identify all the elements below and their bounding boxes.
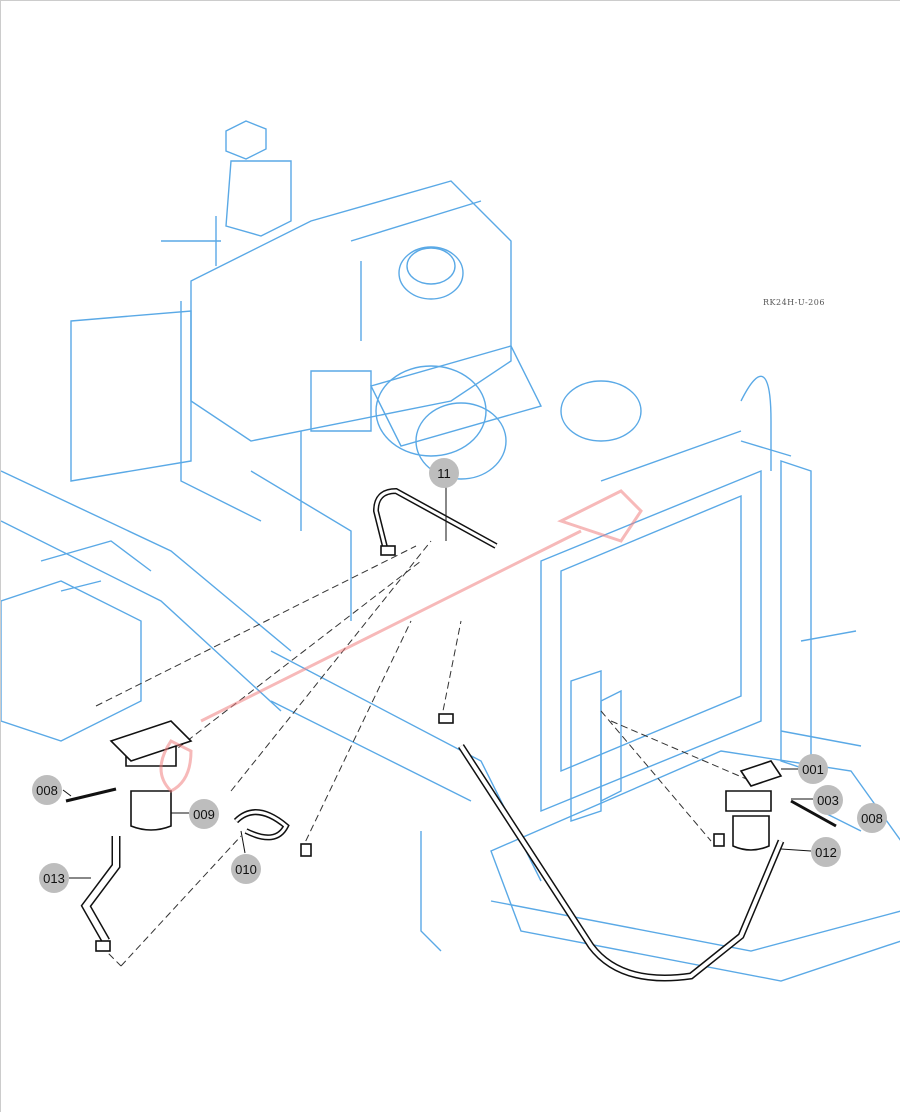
bolt-008-left <box>65 787 117 803</box>
callout-009: 009 <box>189 799 219 829</box>
fuel-hose-11 <box>372 487 498 552</box>
callout-leaders <box>62 486 813 879</box>
bolt-008-right <box>790 799 837 828</box>
callout-013: 013 <box>39 863 69 893</box>
fuel-filter-012 <box>725 790 772 851</box>
drawing-reference-code: RK24H-U-206 <box>763 298 825 307</box>
callout-11: 11 <box>429 458 459 488</box>
fuel-parts <box>65 487 837 982</box>
tractor-outline <box>1 120 900 982</box>
callout-003: 003 <box>813 785 843 815</box>
callout-008-left: 008 <box>32 775 62 805</box>
callout-008-right: 008 <box>857 803 887 833</box>
callout-012: 012 <box>811 837 841 867</box>
watermark <box>159 489 643 793</box>
callout-001: 001 <box>798 754 828 784</box>
callout-010: 010 <box>231 854 261 884</box>
leader-lines <box>95 540 752 967</box>
